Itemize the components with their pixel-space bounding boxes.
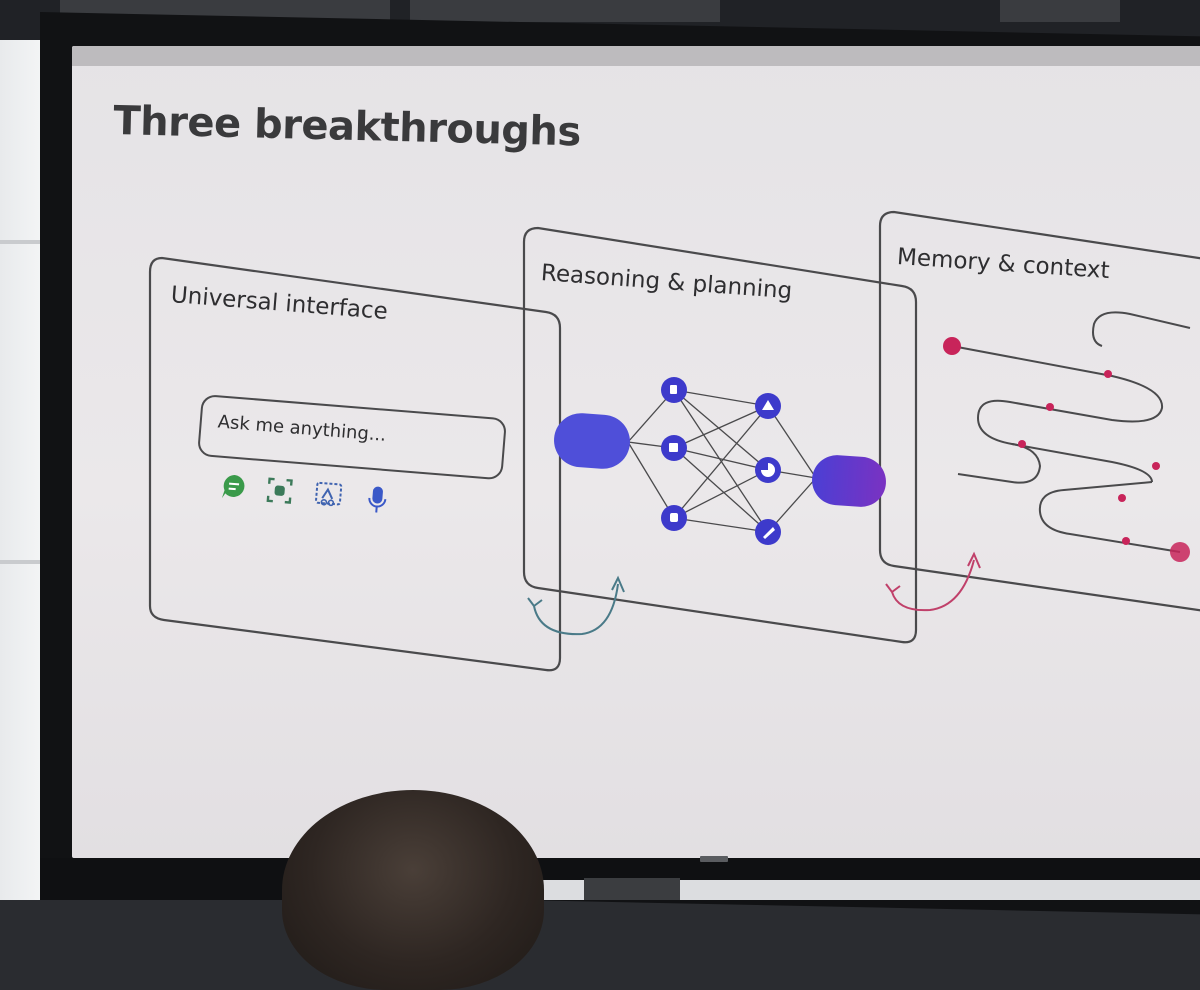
- square-glyph-icon: [669, 443, 678, 452]
- scan-frame-icon: [266, 476, 294, 506]
- window-mullion: [0, 560, 44, 564]
- projector-brand-plate: [700, 856, 728, 862]
- image-crop-icon: [313, 480, 343, 510]
- teal-curved-arrow: [534, 584, 618, 634]
- cylinder-glyph-icon: [670, 513, 678, 522]
- chat-bubble-icon: [220, 472, 248, 502]
- network-edges: [628, 390, 816, 532]
- window-mullion: [0, 240, 44, 244]
- memory-start-dot: [943, 337, 961, 355]
- input-pill: [552, 411, 632, 470]
- ceiling-beam: [1000, 0, 1120, 22]
- magenta-arrowtail-icon: [886, 584, 900, 592]
- pillar: [584, 878, 680, 900]
- side-window: [0, 40, 44, 900]
- teal-arrowtail-icon: [528, 598, 542, 606]
- audience-member-head: [282, 790, 544, 990]
- memory-path: [952, 312, 1190, 552]
- slide: Three breakthroughs: [72, 46, 1200, 858]
- ask-input-text: Ask me anything...: [217, 411, 387, 445]
- document-glyph-icon: [670, 385, 677, 394]
- microphone-icon: [365, 484, 389, 516]
- memory-end-dot: [1170, 542, 1190, 562]
- ceiling-beam: [410, 0, 720, 22]
- output-pill: [810, 453, 887, 508]
